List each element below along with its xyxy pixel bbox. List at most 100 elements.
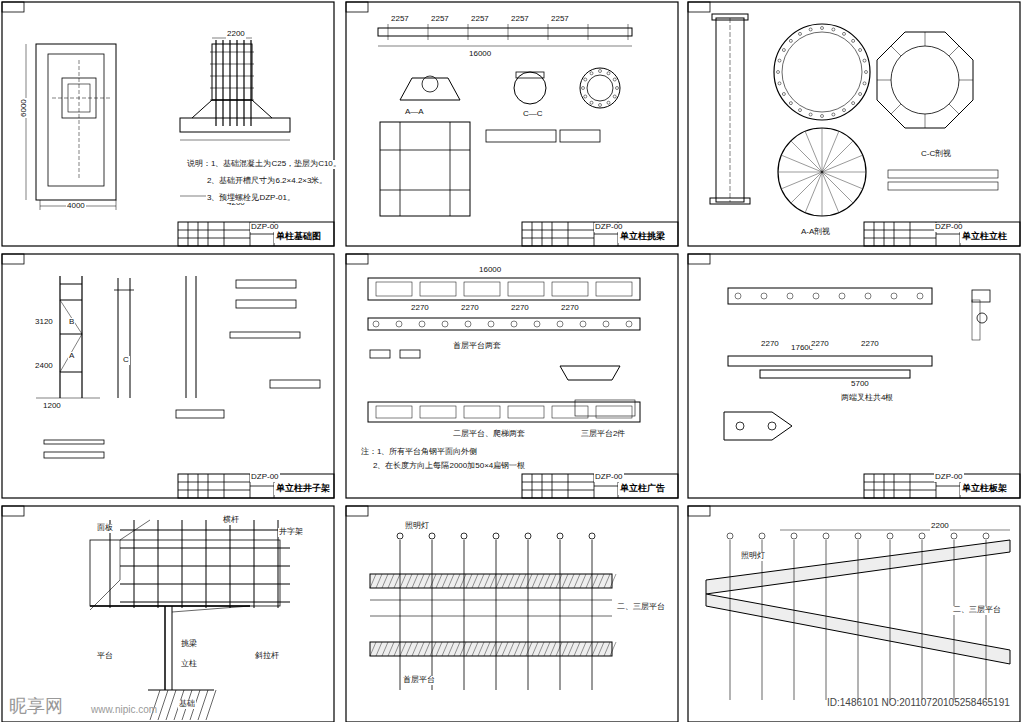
drawing-line: [604, 642, 610, 656]
drawing-label: 2257: [430, 15, 450, 24]
drawing-label: 首层平台: [402, 676, 436, 685]
drawing-line: [370, 600, 612, 601]
drawing-rect: [508, 406, 544, 418]
drawing-rect: [376, 406, 412, 418]
drawing-rect: [864, 222, 1020, 246]
drawing-circle: [778, 82, 781, 85]
drawing-line: [120, 530, 290, 531]
drawing-line: [864, 238, 936, 239]
drawing-label: DZP-00: [250, 473, 280, 482]
drawing-rect: [400, 350, 420, 358]
drawing-rect: [888, 182, 998, 190]
drawing-circle: [777, 71, 780, 74]
drawing-label: 二、三层平台: [616, 603, 666, 612]
drawing-line: [580, 574, 586, 588]
drawing-line: [628, 24, 629, 40]
drawing-rect: [688, 506, 1020, 722]
drawing-line: [382, 642, 388, 656]
drawing-label: ID:1486101 NO:20110720105258465191: [826, 697, 1011, 708]
drawing-rect: [716, 18, 744, 202]
drawing-line: [394, 574, 400, 588]
drawing-line: [178, 230, 250, 231]
drawing-line: [148, 690, 214, 691]
drawing-rect: [346, 254, 368, 264]
drawing-line: [864, 482, 936, 483]
drawing-line: [508, 642, 514, 656]
drawing-rect: [176, 410, 224, 418]
drawing-line: [118, 278, 119, 398]
drawing-line: [188, 222, 189, 246]
drawing-line: [196, 276, 197, 398]
drawing-line: [250, 234, 274, 235]
drawing-label: 2257: [470, 15, 490, 24]
drawing-line: [224, 474, 225, 498]
drawing-label: 1200: [42, 402, 62, 411]
drawing-circle: [789, 102, 792, 105]
drawing-rect: [370, 642, 612, 656]
drawing-path: [724, 412, 792, 440]
drawing-line: [594, 486, 618, 487]
drawing-path: [90, 520, 150, 610]
drawing-line: [532, 222, 533, 246]
drawing-line: [250, 486, 274, 487]
drawing-line: [418, 642, 424, 656]
drawing-rect: [688, 2, 1020, 246]
drawing-circle: [791, 533, 797, 539]
drawing-rect: [464, 406, 500, 418]
title-cell: 单立柱广告: [618, 483, 667, 495]
drawing-circle: [557, 533, 563, 539]
drawing-line: [186, 276, 187, 398]
drawing-line: [586, 642, 592, 656]
drawing-label: 4000: [66, 202, 86, 211]
drawing-circle: [983, 533, 989, 539]
drawing-circle: [891, 46, 959, 114]
drawing-label: 2257: [550, 15, 570, 24]
drawing-line: [552, 222, 553, 246]
drawing-circle: [839, 293, 845, 299]
drawing-line: [424, 574, 430, 588]
drawing-label: 挑梁: [180, 640, 198, 649]
drawing-circle: [727, 533, 733, 539]
drawing-circle: [809, 113, 812, 116]
sheet-title: 单柱基础图: [276, 232, 321, 242]
drawing-line: [532, 474, 533, 498]
drawing-line: [822, 128, 823, 172]
drawing-label: 6000: [20, 98, 29, 118]
drawing-line: [791, 141, 822, 172]
drawing-circle: [887, 533, 893, 539]
drawing-line: [604, 574, 610, 588]
drawing-line: [178, 238, 250, 239]
drawing-line: [502, 642, 508, 656]
drawing-line: [986, 540, 987, 700]
drawing-label: 说明：1、基础混凝土为C25，垫层为C10。: [186, 160, 342, 169]
drawing-rect: [2, 506, 24, 516]
drawing-line: [158, 690, 168, 720]
drawing-line: [412, 642, 418, 656]
drawing-line: [520, 574, 526, 588]
drawing-rect: [180, 118, 290, 132]
drawing-line: [450, 122, 451, 216]
drawing-line: [436, 642, 442, 656]
drawing-rect: [2, 254, 334, 498]
drawing-circle: [759, 533, 765, 539]
drawing-rect: [380, 122, 470, 216]
drawing-line: [588, 24, 589, 40]
drawing-label: www.nipic.com: [90, 704, 158, 715]
drawing-line: [116, 200, 117, 210]
drawing-circle: [582, 87, 585, 90]
drawing-line: [60, 284, 82, 285]
drawing-rect: [575, 400, 635, 416]
drawing-line: [26, 44, 27, 200]
drawing-circle: [511, 321, 517, 327]
drawing-line: [230, 520, 231, 608]
drawing-line: [210, 76, 254, 77]
drawing-line: [528, 540, 529, 690]
drawing-line: [520, 642, 526, 656]
drawing-circle: [823, 533, 829, 539]
drawing-circle: [590, 72, 593, 75]
drawing-circle: [607, 72, 610, 75]
drawing-line: [400, 642, 406, 656]
drawing-rect: [552, 282, 588, 296]
drawing-path: [877, 32, 973, 128]
drawing-circle: [852, 102, 855, 105]
